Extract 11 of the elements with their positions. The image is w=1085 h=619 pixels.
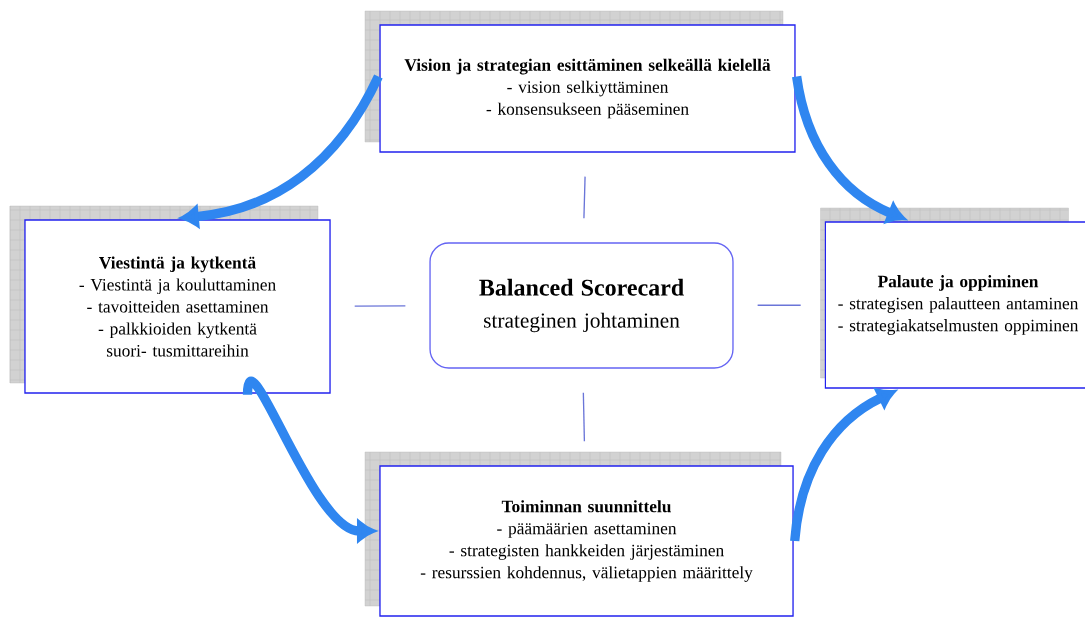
- text-box: Toiminnan suunnittelu - päämäärien asettaminen - strategisten hankkeiden järjestäminen - resurssien kohdennus, välietappien määrittely: [379, 465, 794, 617]
- connector-line: [354, 305, 407, 307]
- curved-arrow: [790, 388, 896, 542]
- connector-line: [756, 304, 802, 306]
- text-box: Palaute ja oppiminen - strategisen palautteen antaminen - strategiakatselmusten oppiminen: [824, 221, 1085, 389]
- curved-arrow: [180, 74, 383, 227]
- text-box: Viestintä ja kytkentä - Viestintä ja kouluttaminen - tavoitteiden asettaminen - palkkioiden kytkentä suori- tusmittareihin: [24, 219, 331, 394]
- text-box: Vision ja strategian esittäminen selkeällä kielellä - vision selkiyttäminen - konsensukseen pääseminen: [379, 24, 796, 153]
- connector-line: [582, 392, 586, 442]
- center-box: Balanced Scorecard strateginen johtaminen: [429, 242, 734, 369]
- connector-line: [583, 175, 586, 219]
